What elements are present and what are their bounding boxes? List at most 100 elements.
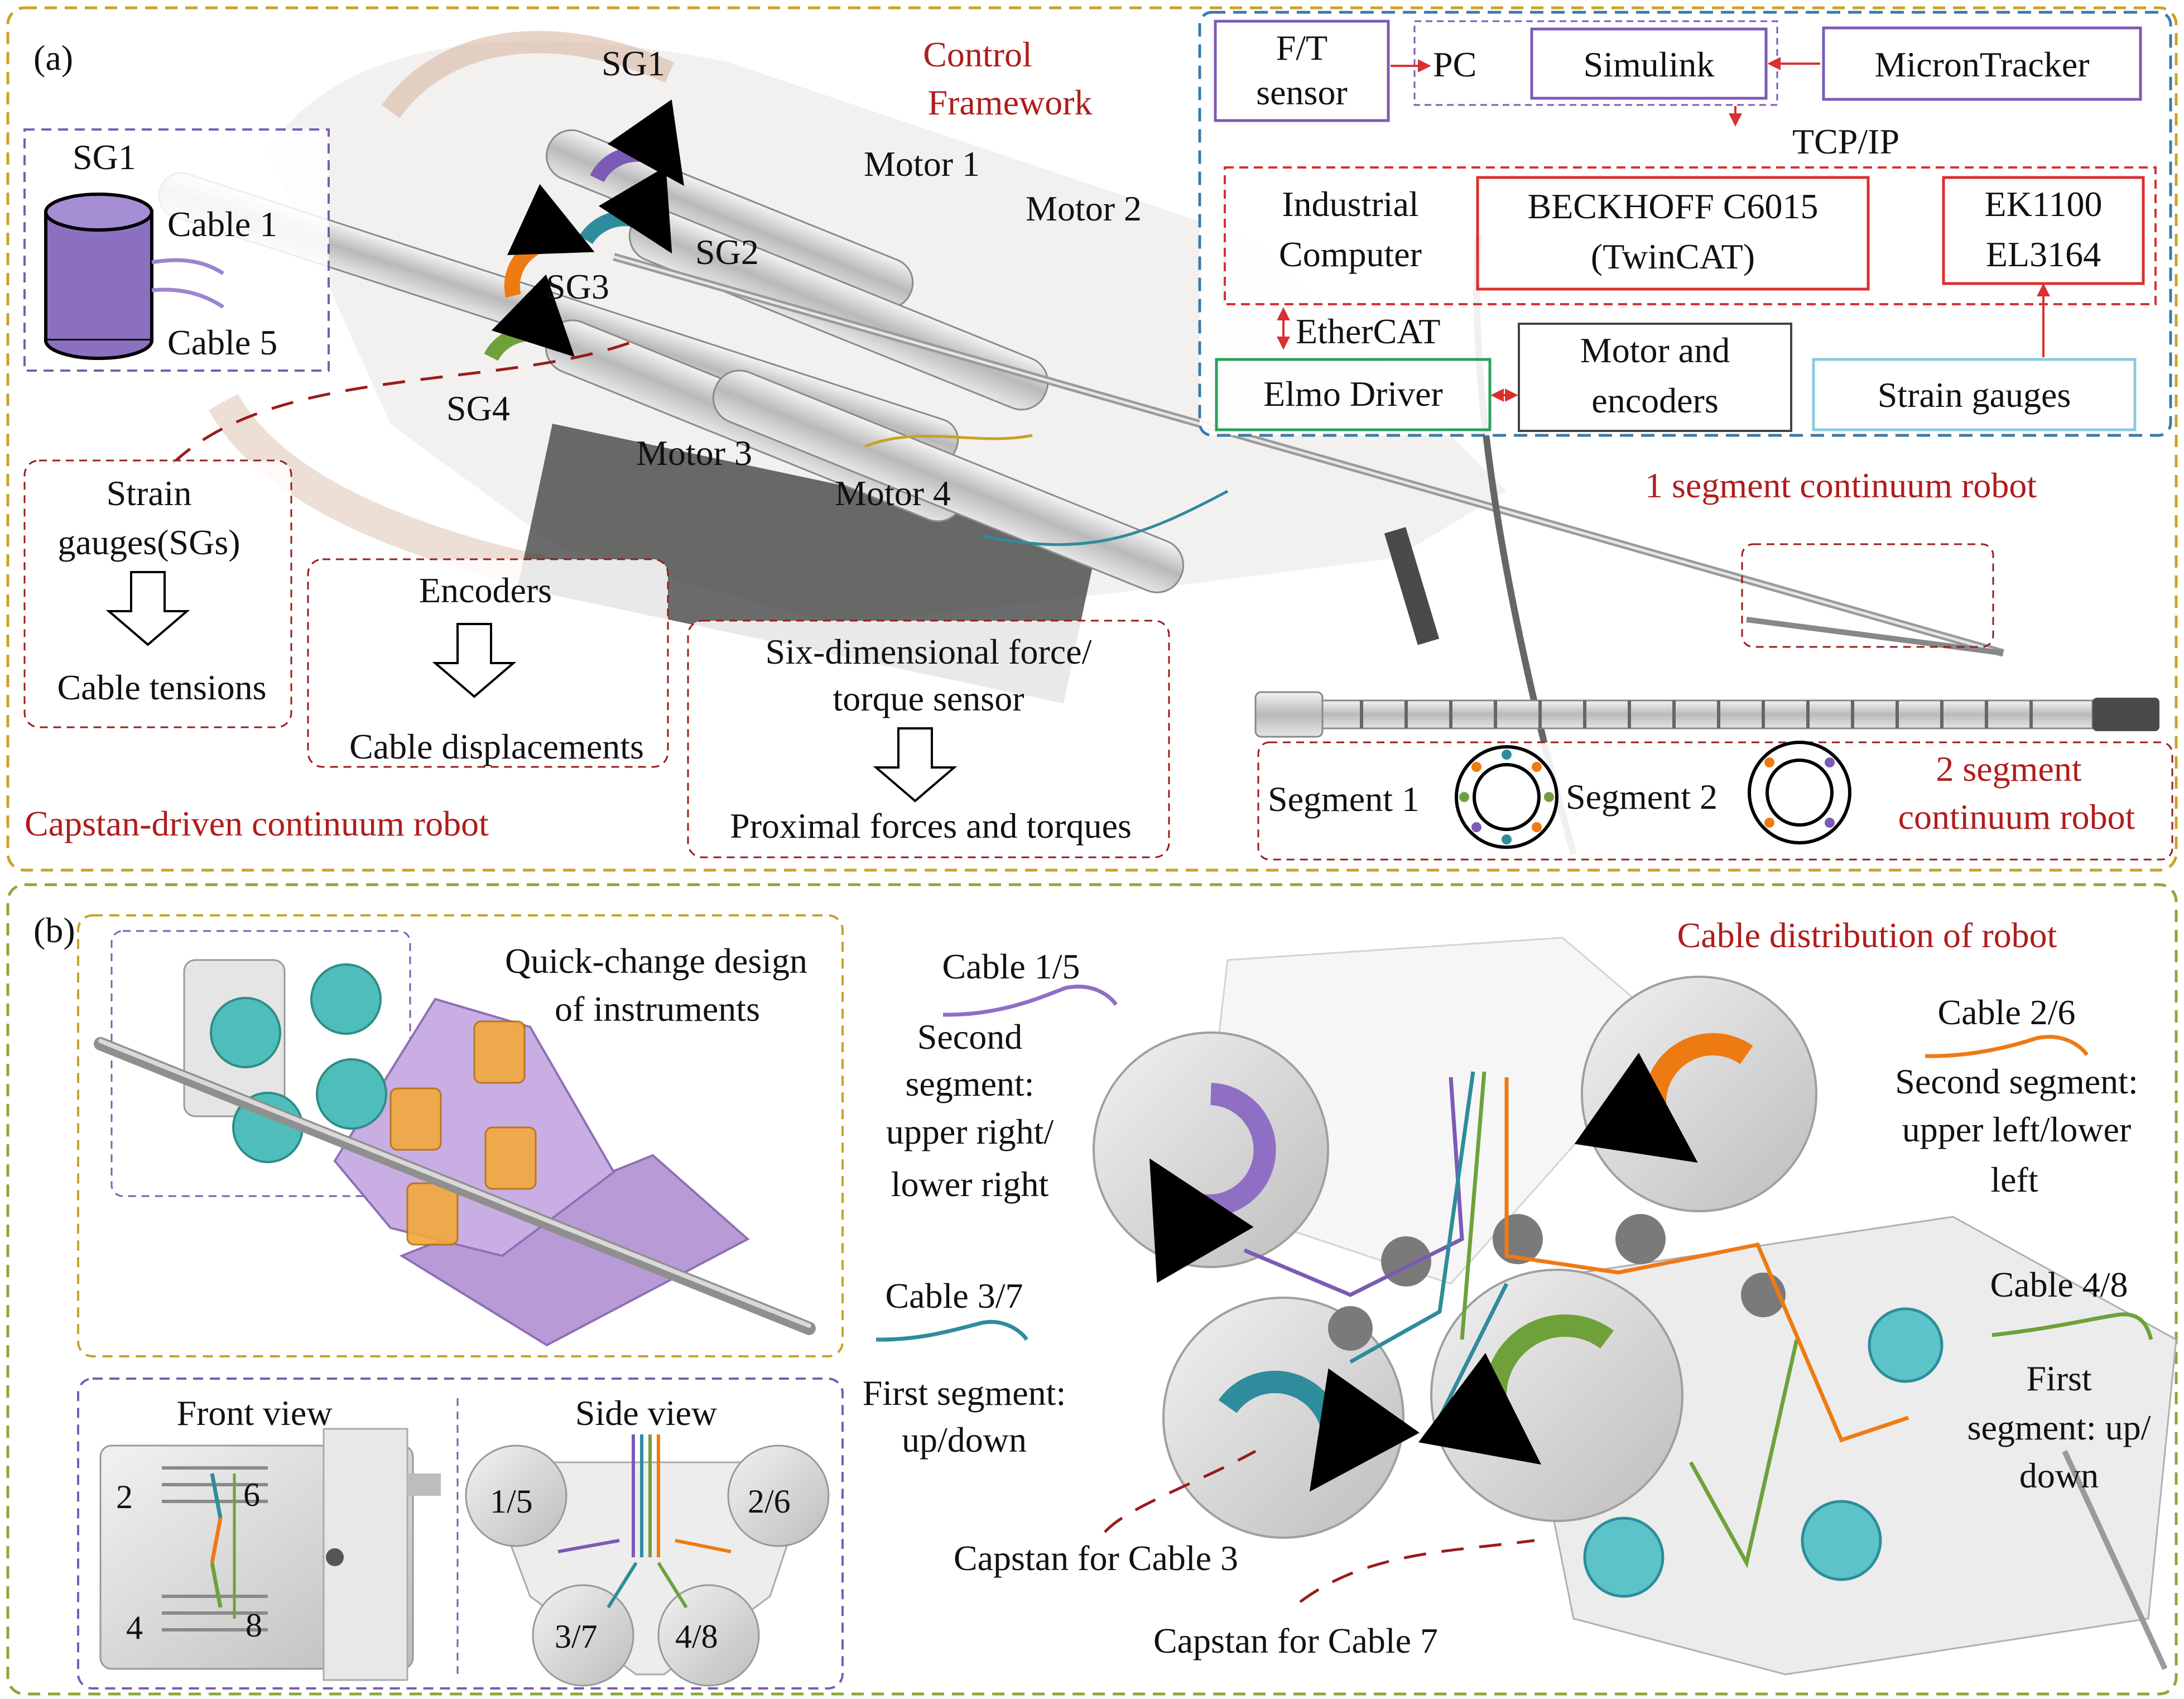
one-segment-label: 1 segment continuum robot: [1645, 465, 2037, 505]
capstan-disk-purple: [1093, 1031, 1329, 1268]
views-frame: [77, 1378, 844, 1690]
el3164-text: EL3164: [1985, 234, 2101, 274]
segment1-cross-section: [1455, 745, 1558, 849]
segment2-label: Segment 2: [1566, 777, 1718, 817]
ft-box-text-3: Proximal forces and torques: [730, 806, 1132, 846]
front-label-2: 2: [116, 1479, 133, 1515]
front-label-8: 8: [246, 1607, 262, 1644]
ft-sensor-text-2: sensor: [1256, 73, 1348, 112]
sg1-inset-cable1: Cable 1: [167, 204, 278, 244]
industrial-computer-frame: [1224, 166, 2157, 305]
side-label-15: 1/5: [490, 1483, 533, 1520]
panel-a-frame: [6, 6, 2178, 872]
tcpip-text: TCP/IP: [1792, 122, 1900, 161]
simulink-box: [1530, 27, 1768, 100]
simulink-text: Simulink: [1583, 45, 1715, 84]
ft-down-arrow: [873, 727, 958, 803]
cable15-text-4: lower right: [891, 1164, 1049, 1204]
cable48-text-1: First: [2026, 1359, 2092, 1398]
ft-box-text-2: torque sensor: [833, 679, 1024, 718]
motor4-label: Motor 4: [835, 473, 951, 513]
front-view-label: Front view: [176, 1393, 333, 1433]
cable37-text-1: First segment:: [862, 1373, 1066, 1413]
two-segment-label-2: continuum robot: [1898, 797, 2135, 837]
cable26-text-3: left: [1990, 1160, 2038, 1199]
sg-box-text-2: gauges(SGs): [57, 522, 240, 562]
sg4-label: SG4: [446, 388, 510, 428]
cable48-text-3: down: [2019, 1456, 2099, 1495]
microntracker-box: [1822, 26, 2142, 101]
sg2-label: SG2: [695, 232, 759, 272]
cable37-title: Cable 3/7: [885, 1276, 1023, 1316]
beckhoff-box: [1476, 176, 1870, 291]
motor2-label: Motor 2: [1026, 189, 1142, 228]
panel-a-label: (a): [33, 38, 74, 78]
pc-text: PC: [1433, 45, 1477, 84]
cable37-text-2: up/down: [902, 1420, 1027, 1460]
beckhoff-text-1: BECKHOFF C6015: [1527, 186, 1819, 226]
panel-b-frame: [6, 883, 2178, 1696]
cable15-text-1: Second: [917, 1017, 1023, 1057]
segment1-label: Segment 1: [1268, 779, 1420, 819]
control-framework-label-1: Control: [923, 35, 1032, 74]
encoder-down-arrow: [432, 623, 517, 698]
encoder-box-text-1: Encoders: [418, 570, 552, 610]
microntracker-text: MicronTracker: [1874, 45, 2090, 84]
control-framework-label-2: Framework: [927, 83, 1093, 122]
capstan-robot-title: Capstan-driven continuum robot: [25, 804, 489, 843]
cable15-title: Cable 1/5: [942, 947, 1080, 986]
sg-box-text-1: Strain: [106, 473, 192, 513]
cable26-text-1: Second segment:: [1895, 1062, 2138, 1101]
sg1-label: SG1: [602, 44, 665, 83]
motor1-label: Motor 1: [864, 144, 980, 184]
cable26-text-2: upper left/lower: [1902, 1110, 2132, 1149]
sg1-cylinder: [44, 193, 224, 360]
motor-enc-text-1: Motor and: [1580, 330, 1730, 370]
capstan3-label: Capstan for Cable 3: [953, 1538, 1239, 1578]
cable26-title: Cable 2/6: [1937, 992, 2076, 1032]
cable15-swatch: [942, 985, 1118, 1017]
cable-distribution-model: [1093, 937, 2177, 1676]
sg1-inset-cable5: Cable 5: [167, 323, 278, 362]
control-framework-frame: [1198, 11, 2172, 437]
ft-sensor-text-1: F/T: [1276, 28, 1328, 68]
ft-sensor-box: [1214, 20, 1390, 122]
beckhoff-text-2: (TwinCAT): [1590, 237, 1755, 276]
side-label-48: 4/8: [675, 1618, 718, 1655]
front-label-4: 4: [126, 1609, 143, 1646]
cable48-text-2: segment: up/: [1967, 1408, 2151, 1447]
cable48-swatch: [1991, 1312, 2153, 1340]
side-view-label: Side view: [575, 1393, 718, 1433]
side-label-26: 2/6: [748, 1483, 791, 1520]
segment2-cross-section: [1748, 741, 1851, 844]
capstan7-label: Capstan for Cable 7: [1153, 1621, 1439, 1660]
quick-change-frame: [77, 914, 844, 1357]
side-label-37: 3/7: [555, 1618, 598, 1655]
front-label-6: 6: [243, 1476, 260, 1513]
motor3-label: Motor 3: [636, 433, 752, 473]
cable48-title: Cable 4/8: [1990, 1265, 2128, 1304]
strain-gauges-box: [1812, 358, 2137, 431]
quick-change-label-2: of instruments: [555, 989, 760, 1029]
quick-change-label-1: Quick-change design: [504, 941, 808, 981]
sg4-rotation-arrow: [484, 274, 575, 361]
panel-b-label: (b): [33, 910, 75, 950]
sg1-inset-title: SG1: [73, 137, 136, 177]
capstan-disk-orange: [1581, 976, 1817, 1212]
motor-encoders-box: [1518, 323, 1792, 432]
quick-change-inset: [110, 930, 411, 1197]
two-segment-tube: [1254, 617, 2159, 738]
ethercat-text: EtherCAT: [1296, 311, 1441, 351]
ft-box-text-1: Six-dimensional force/: [765, 632, 1092, 671]
elmo-driver-box: [1215, 358, 1492, 431]
industrial-text-1: Industrial: [1282, 184, 1419, 224]
sg3-label: SG3: [546, 267, 609, 306]
quick-change-model: [94, 959, 816, 1347]
one-segment-detail-box: [1741, 543, 1994, 648]
motor-enc-text-2: encoders: [1591, 381, 1719, 420]
cable26-swatch: [1925, 1035, 2089, 1058]
ek1100-text: EK1100: [1984, 184, 2103, 224]
two-segment-label-1: 2 segment: [1936, 749, 2082, 789]
